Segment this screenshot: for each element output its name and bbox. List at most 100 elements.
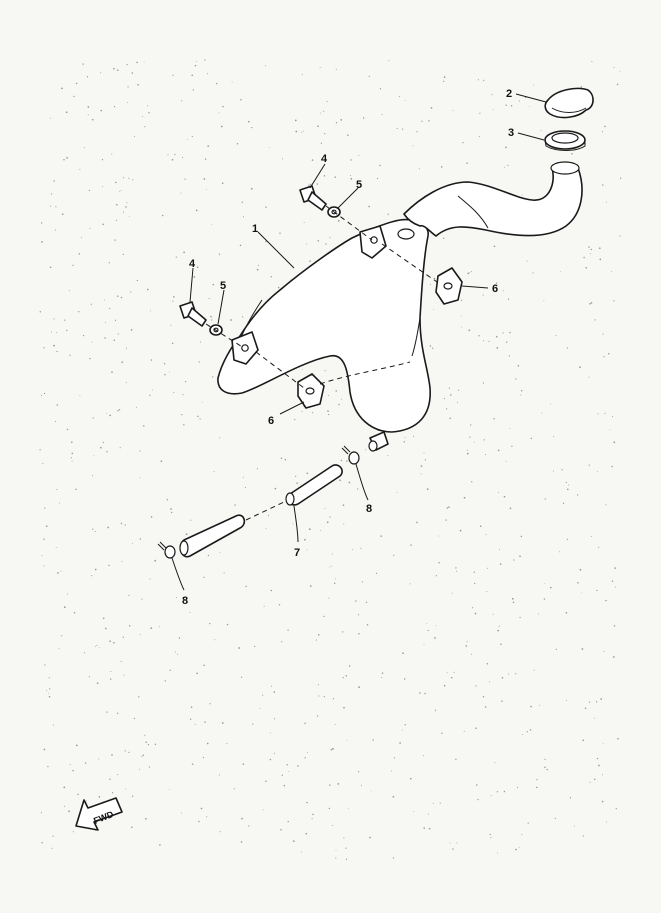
speckle-dot (183, 251, 185, 254)
speckle-dot (61, 213, 64, 216)
speckle-dot (413, 435, 415, 437)
speckle-dot (301, 410, 303, 413)
callout-clip-right: 8 (366, 503, 372, 515)
speckle-dot (438, 535, 440, 537)
speckle-dot (203, 576, 205, 578)
speckle-dot (611, 465, 613, 468)
speckle-dot (220, 125, 223, 128)
speckle-dot (319, 67, 321, 68)
speckle-dot (446, 672, 448, 674)
speckle-dot (528, 106, 530, 108)
speckle-dot (471, 481, 473, 483)
speckle-dot (421, 120, 423, 122)
speckle-dot (142, 754, 145, 756)
speckle-dot (139, 477, 141, 479)
speckle-dot (142, 115, 144, 117)
speckle-dot (450, 394, 452, 396)
speckle-dot (317, 240, 320, 242)
speckle-dot (433, 277, 436, 280)
speckle-dot (339, 479, 342, 482)
speckle-dot (369, 836, 371, 839)
speckle-dot (132, 179, 134, 181)
speckle-dot (129, 215, 131, 217)
speckle-dot (83, 652, 85, 654)
speckle-dot (403, 441, 406, 443)
speckle-dot (170, 324, 172, 326)
clip-left-ring (164, 545, 176, 559)
speckle-dot (171, 342, 174, 345)
speckle-dot (160, 460, 163, 463)
speckle-dot (362, 117, 365, 119)
speckle-dot (105, 322, 106, 323)
speckle-dot (198, 361, 200, 363)
speckle-dot (333, 582, 336, 584)
speckle-dot (380, 535, 383, 537)
speckle-dot (340, 398, 342, 400)
speckle-dot (124, 524, 126, 526)
speckle-dot (183, 424, 185, 426)
speckle-dot (39, 449, 41, 451)
speckle-dot (124, 750, 126, 752)
callout-cap: 2 (506, 88, 512, 100)
speckle-dot (143, 61, 145, 63)
speckle-dot (381, 676, 383, 679)
speckle-dot (139, 634, 141, 636)
speckle-dot (343, 523, 345, 525)
speckle-dot (128, 177, 130, 179)
speckle-dot (569, 797, 572, 799)
speckle-dot (450, 676, 453, 679)
speckle-dot (486, 567, 488, 569)
speckle-dot (199, 341, 201, 343)
speckle-dot (150, 627, 153, 629)
speckle-dot (560, 271, 562, 273)
speckle-dot (148, 766, 151, 768)
speckle-dot (328, 807, 330, 810)
speckle-dot (512, 601, 515, 604)
speckle-dot (565, 481, 568, 484)
speckle-dot (169, 669, 171, 671)
speckle-dot (615, 586, 616, 588)
speckle-dot (461, 326, 463, 328)
speckle-dot (61, 87, 63, 90)
speckle-dot (412, 145, 414, 147)
speckle-dot (125, 382, 127, 384)
speckle-dot (218, 774, 220, 776)
speckle-dot (430, 107, 433, 109)
speckle-dot (137, 83, 139, 86)
speckle-dot (226, 742, 228, 745)
speckle-dot (604, 125, 606, 128)
speckle-dot (259, 707, 261, 709)
speckle-dot (63, 786, 66, 789)
speckle-dot (163, 362, 166, 365)
speckle-dot (511, 445, 513, 447)
speckle-dot (151, 389, 153, 391)
speckle-dot (102, 441, 105, 444)
speckle-dot (516, 786, 519, 788)
speckle-dot (149, 578, 151, 580)
speckle-dot (212, 283, 215, 286)
speckle-dot (138, 696, 140, 698)
speckle-dot (420, 465, 423, 467)
speckle-dot (72, 769, 74, 772)
speckle-dot (134, 136, 136, 138)
speckle-dot (470, 424, 472, 426)
speckle-dot (316, 715, 319, 717)
clip-left-tab (157, 541, 167, 551)
filler-neck-opening (550, 161, 580, 175)
speckle-dot (274, 487, 277, 490)
speckle-dot (466, 162, 468, 164)
speckle-dot (340, 119, 343, 121)
speckle-dot (119, 191, 120, 193)
callout-tank: 1 (252, 223, 258, 235)
speckle-dot (195, 209, 198, 212)
speckle-dot (240, 841, 243, 843)
speckle-dot (619, 70, 621, 72)
speckle-dot (581, 591, 582, 593)
speckle-dot (345, 858, 348, 860)
speckle-dot (223, 572, 225, 574)
speckle-dot (515, 848, 517, 851)
speckle-dot (598, 546, 600, 548)
speckle-dot (343, 837, 345, 839)
speckle-dot (242, 216, 245, 218)
speckle-dot (41, 555, 43, 557)
